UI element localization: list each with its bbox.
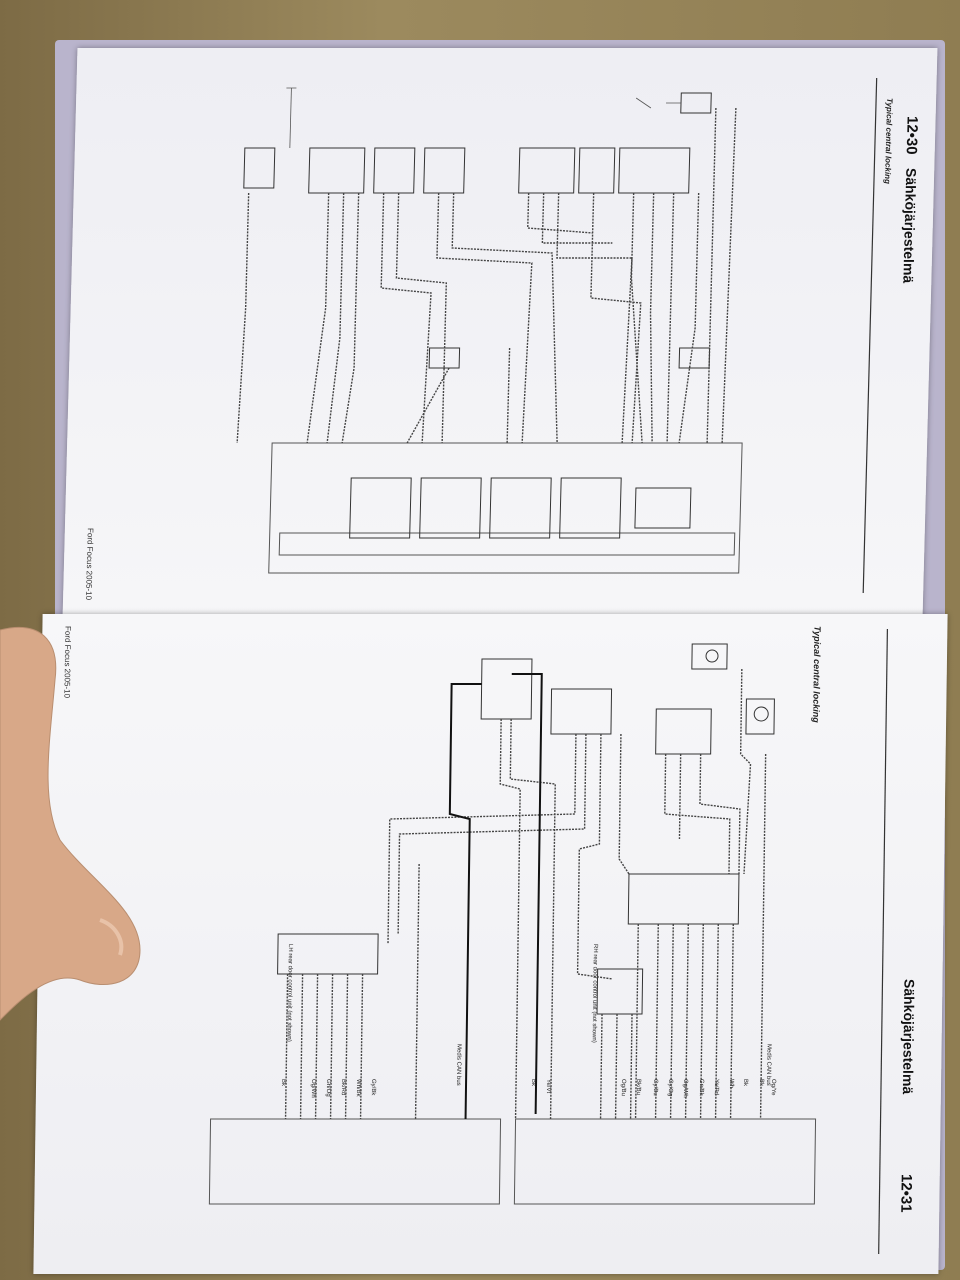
wiring-diagram-right	[208, 629, 888, 1254]
hand-thumb	[0, 626, 141, 1021]
wiring-diagram-left	[236, 78, 878, 593]
manual-page-right: 12•31 Sähköjärjestelmä Typical central l…	[33, 614, 948, 1274]
manual-page-left: 12•30 Sähköjärjestelmä Typical central l…	[62, 48, 938, 618]
